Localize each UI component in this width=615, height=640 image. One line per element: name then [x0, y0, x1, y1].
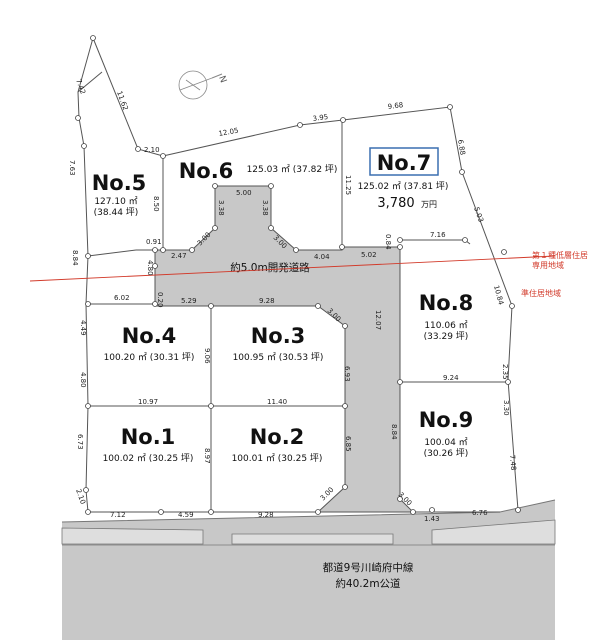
- public-road-label-1: 都道9号川崎府中線: [323, 561, 414, 574]
- lot-price-unit: 万円: [421, 200, 437, 209]
- lot-number: No.2: [250, 425, 305, 449]
- lot-number: No.1: [121, 425, 176, 449]
- dim-label: 0.91: [146, 238, 162, 246]
- dim-label: 6.93: [343, 366, 351, 382]
- dim-label: 9.68: [387, 101, 403, 111]
- dim-label: 12.07: [374, 310, 382, 330]
- dim-label: 7.16: [430, 231, 446, 239]
- dim-label: 5.02: [361, 251, 377, 259]
- lot-number: No.5: [92, 171, 147, 195]
- dim-label: 0.84: [384, 234, 392, 250]
- dim-label: 4.49: [79, 320, 87, 336]
- lot-area: 125.03 ㎡ (37.82 坪): [247, 164, 338, 175]
- dim-label: 1.43: [424, 515, 440, 523]
- dim-label: 5.03: [472, 206, 485, 223]
- dim-label: 3.30: [502, 400, 510, 416]
- dim-label: 5.00: [236, 189, 252, 197]
- dim-label: 4.80: [79, 372, 87, 388]
- dim-label: 11.25: [344, 175, 352, 195]
- dim-label: 9.06: [203, 348, 211, 364]
- lot-number: No.4: [122, 324, 177, 348]
- dim-label: 2.47: [171, 252, 187, 260]
- lot-area: 100.01 ㎡ (30.25 坪): [232, 453, 323, 464]
- dim-label: 6.85: [344, 436, 352, 452]
- lot-number: No.9: [419, 408, 474, 432]
- lot-area: 100.20 ㎡ (30.31 坪): [104, 352, 195, 363]
- lot-number: No.7: [377, 151, 432, 175]
- zone-label-upper-2: 専用地域: [532, 260, 564, 270]
- dim-label: 6.88: [456, 139, 467, 156]
- lot-area: 100.95 ㎡ (30.53 坪): [233, 352, 324, 363]
- lot-area-tsubo: (38.44 坪): [94, 207, 139, 218]
- lot-area-tsubo: (30.26 坪): [424, 448, 469, 459]
- dim-label: 6.76: [472, 509, 488, 517]
- zone-label-lower: 準住居地域: [521, 288, 561, 298]
- lot-price: 3,780: [377, 196, 414, 211]
- dim-label: 11.40: [267, 398, 287, 406]
- public-road: 都道9号川崎府中線 約40.2m公道: [61, 499, 556, 640]
- dimension-labels: 7.42 11.62 2.10 12.05 3.95 9.68 6.88 7.6…: [68, 78, 517, 523]
- lot-no2[interactable]: No.2 100.01 ㎡ (30.25 坪): [232, 425, 323, 464]
- lot-no1[interactable]: No.1 100.02 ㎡ (30.25 坪): [103, 425, 194, 464]
- dim-label: 6.02: [114, 294, 130, 302]
- lot-no7[interactable]: No.7 125.02 ㎡ (37.81 坪) 3,780 万円: [358, 147, 449, 211]
- dim-label: 11.62: [115, 90, 129, 112]
- dim-label: 5.29: [181, 297, 197, 305]
- lot-area: 127.10 ㎡: [94, 196, 137, 207]
- lot-area: 110.06 ㎡: [424, 320, 467, 331]
- dim-label: 8.84: [390, 424, 398, 440]
- compass-letter: N: [216, 75, 228, 85]
- lot-number: No.8: [419, 291, 474, 315]
- lot-no6[interactable]: No.6 125.03 ㎡ (37.82 坪): [179, 159, 338, 183]
- dim-label: 7.12: [110, 511, 126, 519]
- lot-area: 125.02 ㎡ (37.81 坪): [358, 181, 449, 192]
- lot-area: 100.02 ㎡ (30.25 坪): [103, 453, 194, 464]
- lot-no5[interactable]: No.5 127.10 ㎡ (38.44 坪): [92, 171, 147, 218]
- dim-label: 4.59: [178, 511, 194, 519]
- lot-no3[interactable]: No.3 100.95 ㎡ (30.53 坪): [233, 324, 324, 363]
- lot-no7-highlight-box: [369, 147, 439, 176]
- dim-label: 6.73: [76, 434, 84, 450]
- dim-label: 10.97: [138, 398, 158, 406]
- dim-label: 9.28: [259, 297, 275, 305]
- dim-label: 3.95: [312, 113, 329, 123]
- lot-no8[interactable]: No.8 110.06 ㎡ (33.29 坪): [419, 291, 474, 342]
- dim-label: 7.48: [508, 454, 517, 470]
- dim-label: 4.80: [146, 260, 154, 276]
- dim-label: 8.50: [152, 196, 160, 212]
- dim-label: 4.04: [314, 253, 330, 261]
- lot-area: 100.04 ㎡: [424, 437, 467, 448]
- dim-label: 8.97: [203, 448, 211, 464]
- dim-label: 3.38: [261, 200, 269, 216]
- dim-label: 2.35: [501, 364, 509, 380]
- public-road-label-2: 約40.2m公道: [335, 577, 401, 590]
- compass-north-icon: N: [178, 70, 228, 100]
- dim-label: 8.84: [71, 250, 79, 266]
- dim-label: 9.28: [258, 511, 274, 519]
- dim-label: 9.24: [443, 374, 459, 382]
- zone-label-upper-1: 第１種低層住居: [532, 250, 588, 260]
- dim-label: 7.42: [74, 78, 87, 95]
- dim-label: 3.38: [217, 200, 225, 216]
- dev-road-label: 約5.0m開発道路: [230, 261, 310, 274]
- dim-label: 12.05: [218, 127, 239, 138]
- lot-no4[interactable]: No.4 100.20 ㎡ (30.31 坪): [104, 324, 195, 363]
- lot-area-tsubo: (33.29 坪): [424, 331, 469, 342]
- lot-number: No.3: [251, 324, 306, 348]
- dim-label: 10.84: [492, 284, 505, 306]
- dim-label: 7.63: [68, 160, 76, 176]
- lot-no9[interactable]: No.9 100.04 ㎡ (30.26 坪): [419, 408, 474, 459]
- zoning-boundary-line: [29, 255, 556, 282]
- boundary-markers: [75, 35, 521, 515]
- dim-label: 2.10: [144, 146, 160, 154]
- lot-number: No.6: [179, 159, 234, 183]
- dim-label: 0.20: [156, 292, 164, 308]
